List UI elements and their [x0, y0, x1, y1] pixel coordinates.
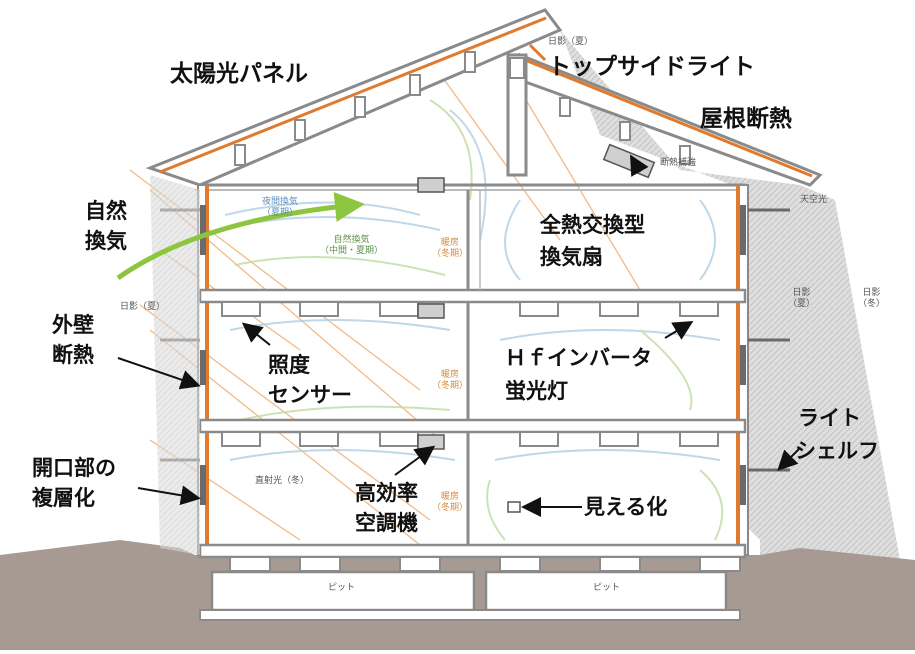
small-sun-shadow-summer-left: 日影（夏） [120, 302, 166, 312]
label-hvac-2: 空調機 [355, 511, 418, 535]
label-illum-sensor-2: センサー [268, 383, 352, 407]
label-hf-inverter-1: Ｈｆインバータ [505, 346, 652, 370]
natural-vent-arrow [116, 191, 365, 281]
hvac-unit [417, 434, 445, 450]
label-visualize: 見える化 [584, 495, 668, 519]
label-light-shelf-2: シェルフ [795, 439, 879, 463]
label-total-heat-fan-2: 換気扇 [540, 245, 603, 269]
small-sun-shadow-summer-top: 日影（夏） [548, 37, 594, 47]
small-direct-light-winter: 直射光（冬） [255, 476, 310, 486]
small-heating-bottom: 暖房（冬期） [432, 492, 469, 513]
small-sky-light: 天空光 [800, 195, 828, 205]
small-heating-top: 暖房（冬期） [432, 238, 469, 259]
label-opening-2: 複層化 [32, 486, 95, 510]
label-total-heat-fan-1: 全熱交換型 [540, 213, 645, 237]
left-facade-plane [150, 175, 200, 555]
roof-beams [234, 51, 691, 166]
label-opening-1: 開口部の [32, 456, 116, 480]
small-pit-right: ピット [593, 583, 621, 593]
small-sun-shadow-winter: 日影（冬） [858, 288, 886, 309]
callout-arrows [117, 154, 801, 517]
label-hvac-1: 高効率 [355, 481, 418, 505]
label-light-shelf-1: ライト [798, 406, 861, 430]
slab-beams [221, 301, 741, 572]
label-outer-wall-2: 断熱 [52, 343, 94, 367]
left-windows [200, 205, 206, 505]
pit [210, 570, 728, 612]
label-top-side-light: トップサイドライト [548, 54, 755, 80]
ceiling-device-mid [417, 303, 445, 319]
right-windows [740, 205, 746, 505]
small-insulation-reinforce: 断熱補強 [660, 158, 697, 168]
small-sun-shadow-summer-right: 日影（夏） [788, 288, 816, 309]
small-night-vent: 夜間換気（夏期） [262, 197, 299, 218]
label-hf-inverter-2: 蛍光灯 [505, 379, 568, 403]
label-outer-wall-1: 外壁 [52, 313, 94, 337]
label-natural-vent-1: 自然 [85, 199, 127, 223]
ceiling-device-top [417, 177, 445, 193]
top-side-light-frame [506, 53, 528, 177]
small-natural-vent-mid: 自然換気（中間・夏期） [320, 235, 384, 256]
small-pit-left: ピット [328, 583, 356, 593]
right-facade-plane [560, 30, 900, 640]
label-illum-sensor-1: 照度 [268, 353, 310, 377]
small-heating-mid: 暖房（冬期） [432, 370, 469, 391]
visualize-display [507, 501, 521, 513]
label-roof-insulation: 屋根断熱 [700, 106, 792, 132]
label-natural-vent-2: 換気 [85, 229, 127, 253]
label-solar-panel: 太陽光パネル [170, 61, 308, 87]
